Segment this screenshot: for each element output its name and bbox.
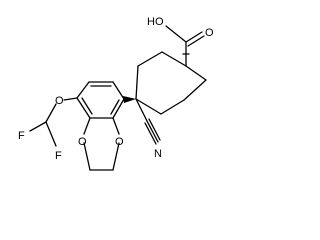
molecule-structure: HO O N O F F O O: [18, 16, 214, 171]
benzene-ring: [76, 81, 125, 119]
ring-oxygen-top-label: O: [78, 136, 87, 148]
dioxane-ring: [83, 117, 120, 171]
fluorine-right-label: F: [55, 150, 62, 162]
carbonyl-oxygen-label: O: [205, 27, 214, 39]
fluorine-left-label: F: [18, 130, 25, 142]
cyclohexane-ring: [135, 51, 207, 115]
ether-oxygen-label: O: [55, 95, 64, 107]
carboxylic-acid-group: [165, 25, 205, 67]
difluoromethoxy-group: [29, 97, 78, 147]
nitrile-group: [135, 98, 161, 145]
wedge-bond: [123, 96, 136, 103]
nitrile-nitrogen-label: N: [154, 148, 162, 160]
ring-oxygen-bottom-label: O: [115, 136, 124, 148]
carboxyl-oh-label: HO: [147, 16, 164, 28]
